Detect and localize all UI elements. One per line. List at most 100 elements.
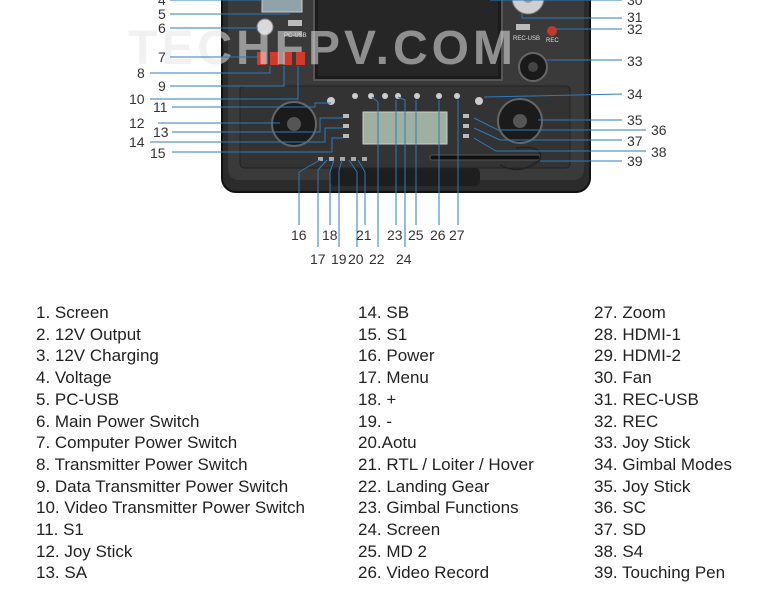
- callout-11: 11: [153, 99, 168, 115]
- screen-glass: [318, 0, 498, 76]
- side-buttons: [343, 114, 469, 138]
- legend-item: 5. PC-USB: [36, 389, 120, 409]
- callout-36: 36: [651, 122, 667, 138]
- legend-item: 23. Gimbal Functions: [358, 498, 519, 518]
- legend-item: 15. S1: [358, 324, 408, 344]
- legend-item: 28. HDMI-1: [594, 324, 681, 344]
- legend-item: 24. Screen: [358, 520, 441, 540]
- right-joystick-knob: [513, 114, 527, 128]
- legend-column-3: 27. Zoom 28. HDMI-1 29. HDMI-2 30. Fan 3…: [594, 302, 732, 584]
- pen-lanyard: [499, 146, 542, 171]
- callout-15: 15: [150, 145, 166, 161]
- legend-item: 21. RTL / Loiter / Hover: [358, 454, 534, 474]
- legend-item: 9. Data Transmitter Power Switch: [36, 476, 289, 496]
- touching-pen: [429, 154, 541, 161]
- callout-22: 22: [369, 251, 385, 267]
- callout-9: 9: [158, 78, 166, 94]
- callout-16: 16: [291, 227, 307, 243]
- legend-item: 10. Video Transmitter Power Switch: [36, 498, 305, 518]
- fan-hub: [523, 0, 533, 3]
- legend-item: 4. Voltage: [36, 368, 112, 388]
- legend-item: 30. Fan: [594, 368, 652, 388]
- callout-33: 33: [627, 53, 643, 69]
- callout-37: 37: [627, 133, 643, 149]
- callout-24: 24: [396, 251, 412, 267]
- legend-item: 19. -: [358, 411, 393, 431]
- legend: 1. Screen 2. 12V Output 3. 12V Charging …: [0, 302, 780, 592]
- legend-item: 13. SA: [36, 563, 88, 583]
- callout-14: 14: [129, 134, 145, 150]
- leader-lines: [150, 0, 646, 247]
- callout-numbers: 4 5 6 7 8 9 10 11 12 13 14 15 16 17 18 1…: [129, 0, 667, 267]
- callout-27: 27: [449, 227, 465, 243]
- legend-column-1: 1. Screen 2. 12V Output 3. 12V Charging …: [36, 302, 305, 584]
- legend-column-2: 14. SB 15. S1 16. Power 17. Menu 18. + 1…: [358, 302, 534, 584]
- callout-25: 25: [408, 227, 424, 243]
- rec-usb-label: REC-USB: [513, 36, 540, 42]
- legend-item: 2. 12V Output: [36, 324, 141, 344]
- legend-item: 7. Computer Power Switch: [36, 433, 238, 453]
- main-power-switch: [256, 18, 274, 36]
- legend-item: 38. S4: [594, 541, 644, 561]
- callout-8: 8: [137, 65, 145, 81]
- callout-31: 31: [627, 9, 643, 25]
- bottom-buttons: [318, 157, 367, 161]
- callout-39: 39: [627, 153, 643, 169]
- legend-item: 17. Menu: [358, 368, 429, 388]
- legend-item: 14. SB: [358, 303, 410, 322]
- callout-19: 19: [331, 251, 347, 267]
- pc-usb-label: PC-USB: [284, 33, 307, 39]
- legend-item: 1. Screen: [36, 303, 109, 322]
- callout-26: 26: [430, 227, 446, 243]
- rec-label: REC: [546, 38, 559, 44]
- legend-item: 34. Gimbal Modes: [594, 454, 732, 474]
- legend-item: 37. SD: [594, 520, 646, 540]
- red-power-switches: [257, 52, 305, 65]
- legend-item: 12. Joy Stick: [36, 541, 133, 561]
- legend-item: 35. Joy Stick: [594, 476, 691, 496]
- legend-item: 26. Video Record: [358, 563, 490, 583]
- callout-5: 5: [158, 6, 166, 22]
- voltage-display: [261, 0, 303, 13]
- controller-diagram: PC-USB REC-USB REC TECHFPV.COM: [128, 0, 667, 267]
- callout-21: 21: [356, 227, 372, 243]
- legend-item: 25. MD 2: [358, 541, 427, 561]
- legend-item: 33. Joy Stick: [594, 433, 691, 453]
- rec-button: [547, 26, 557, 36]
- callout-32: 32: [627, 21, 643, 37]
- legend-item: 39. Touching Pen: [594, 563, 726, 583]
- callout-13: 13: [153, 124, 169, 140]
- callout-4: 4: [158, 0, 166, 8]
- pc-usb-port: [288, 20, 302, 26]
- callout-23: 23: [387, 227, 403, 243]
- callout-35: 35: [627, 112, 643, 128]
- callout-38: 38: [651, 144, 667, 160]
- legend-item: 18. +: [358, 389, 397, 409]
- legend-item: 27. Zoom: [594, 303, 666, 322]
- callout-6: 6: [158, 20, 166, 36]
- fan-grille: [511, 0, 545, 15]
- left-joystick-knob: [287, 117, 301, 131]
- legend-item: 22. Landing Gear: [358, 476, 490, 496]
- callout-17: 17: [310, 251, 326, 267]
- rec-usb-port: [516, 24, 530, 30]
- legend-item: 6. Main Power Switch: [36, 411, 200, 431]
- legend-item: 11. S1: [36, 520, 84, 540]
- legend-item: 29. HDMI-2: [594, 346, 681, 366]
- watermark: TECHFPV.COM: [128, 22, 517, 75]
- legend-item: 32. REC: [594, 411, 659, 431]
- callout-34: 34: [627, 86, 643, 102]
- small-joystick-knob: [528, 62, 538, 72]
- callout-10: 10: [129, 91, 145, 107]
- legend-item: 36. SC: [594, 498, 646, 518]
- legend-item: 20.Aotu: [358, 433, 417, 453]
- legend-item: 31. REC-USB: [594, 389, 699, 409]
- callout-12: 12: [129, 115, 145, 131]
- callout-7: 7: [158, 49, 166, 65]
- legend-item: 8. Transmitter Power Switch: [36, 454, 248, 474]
- legend-item: 16. Power: [358, 346, 435, 366]
- legend-item: 3. 12V Charging: [36, 346, 159, 366]
- callout-18: 18: [322, 227, 338, 243]
- callout-30: 30: [627, 0, 643, 8]
- callout-20: 20: [348, 251, 364, 267]
